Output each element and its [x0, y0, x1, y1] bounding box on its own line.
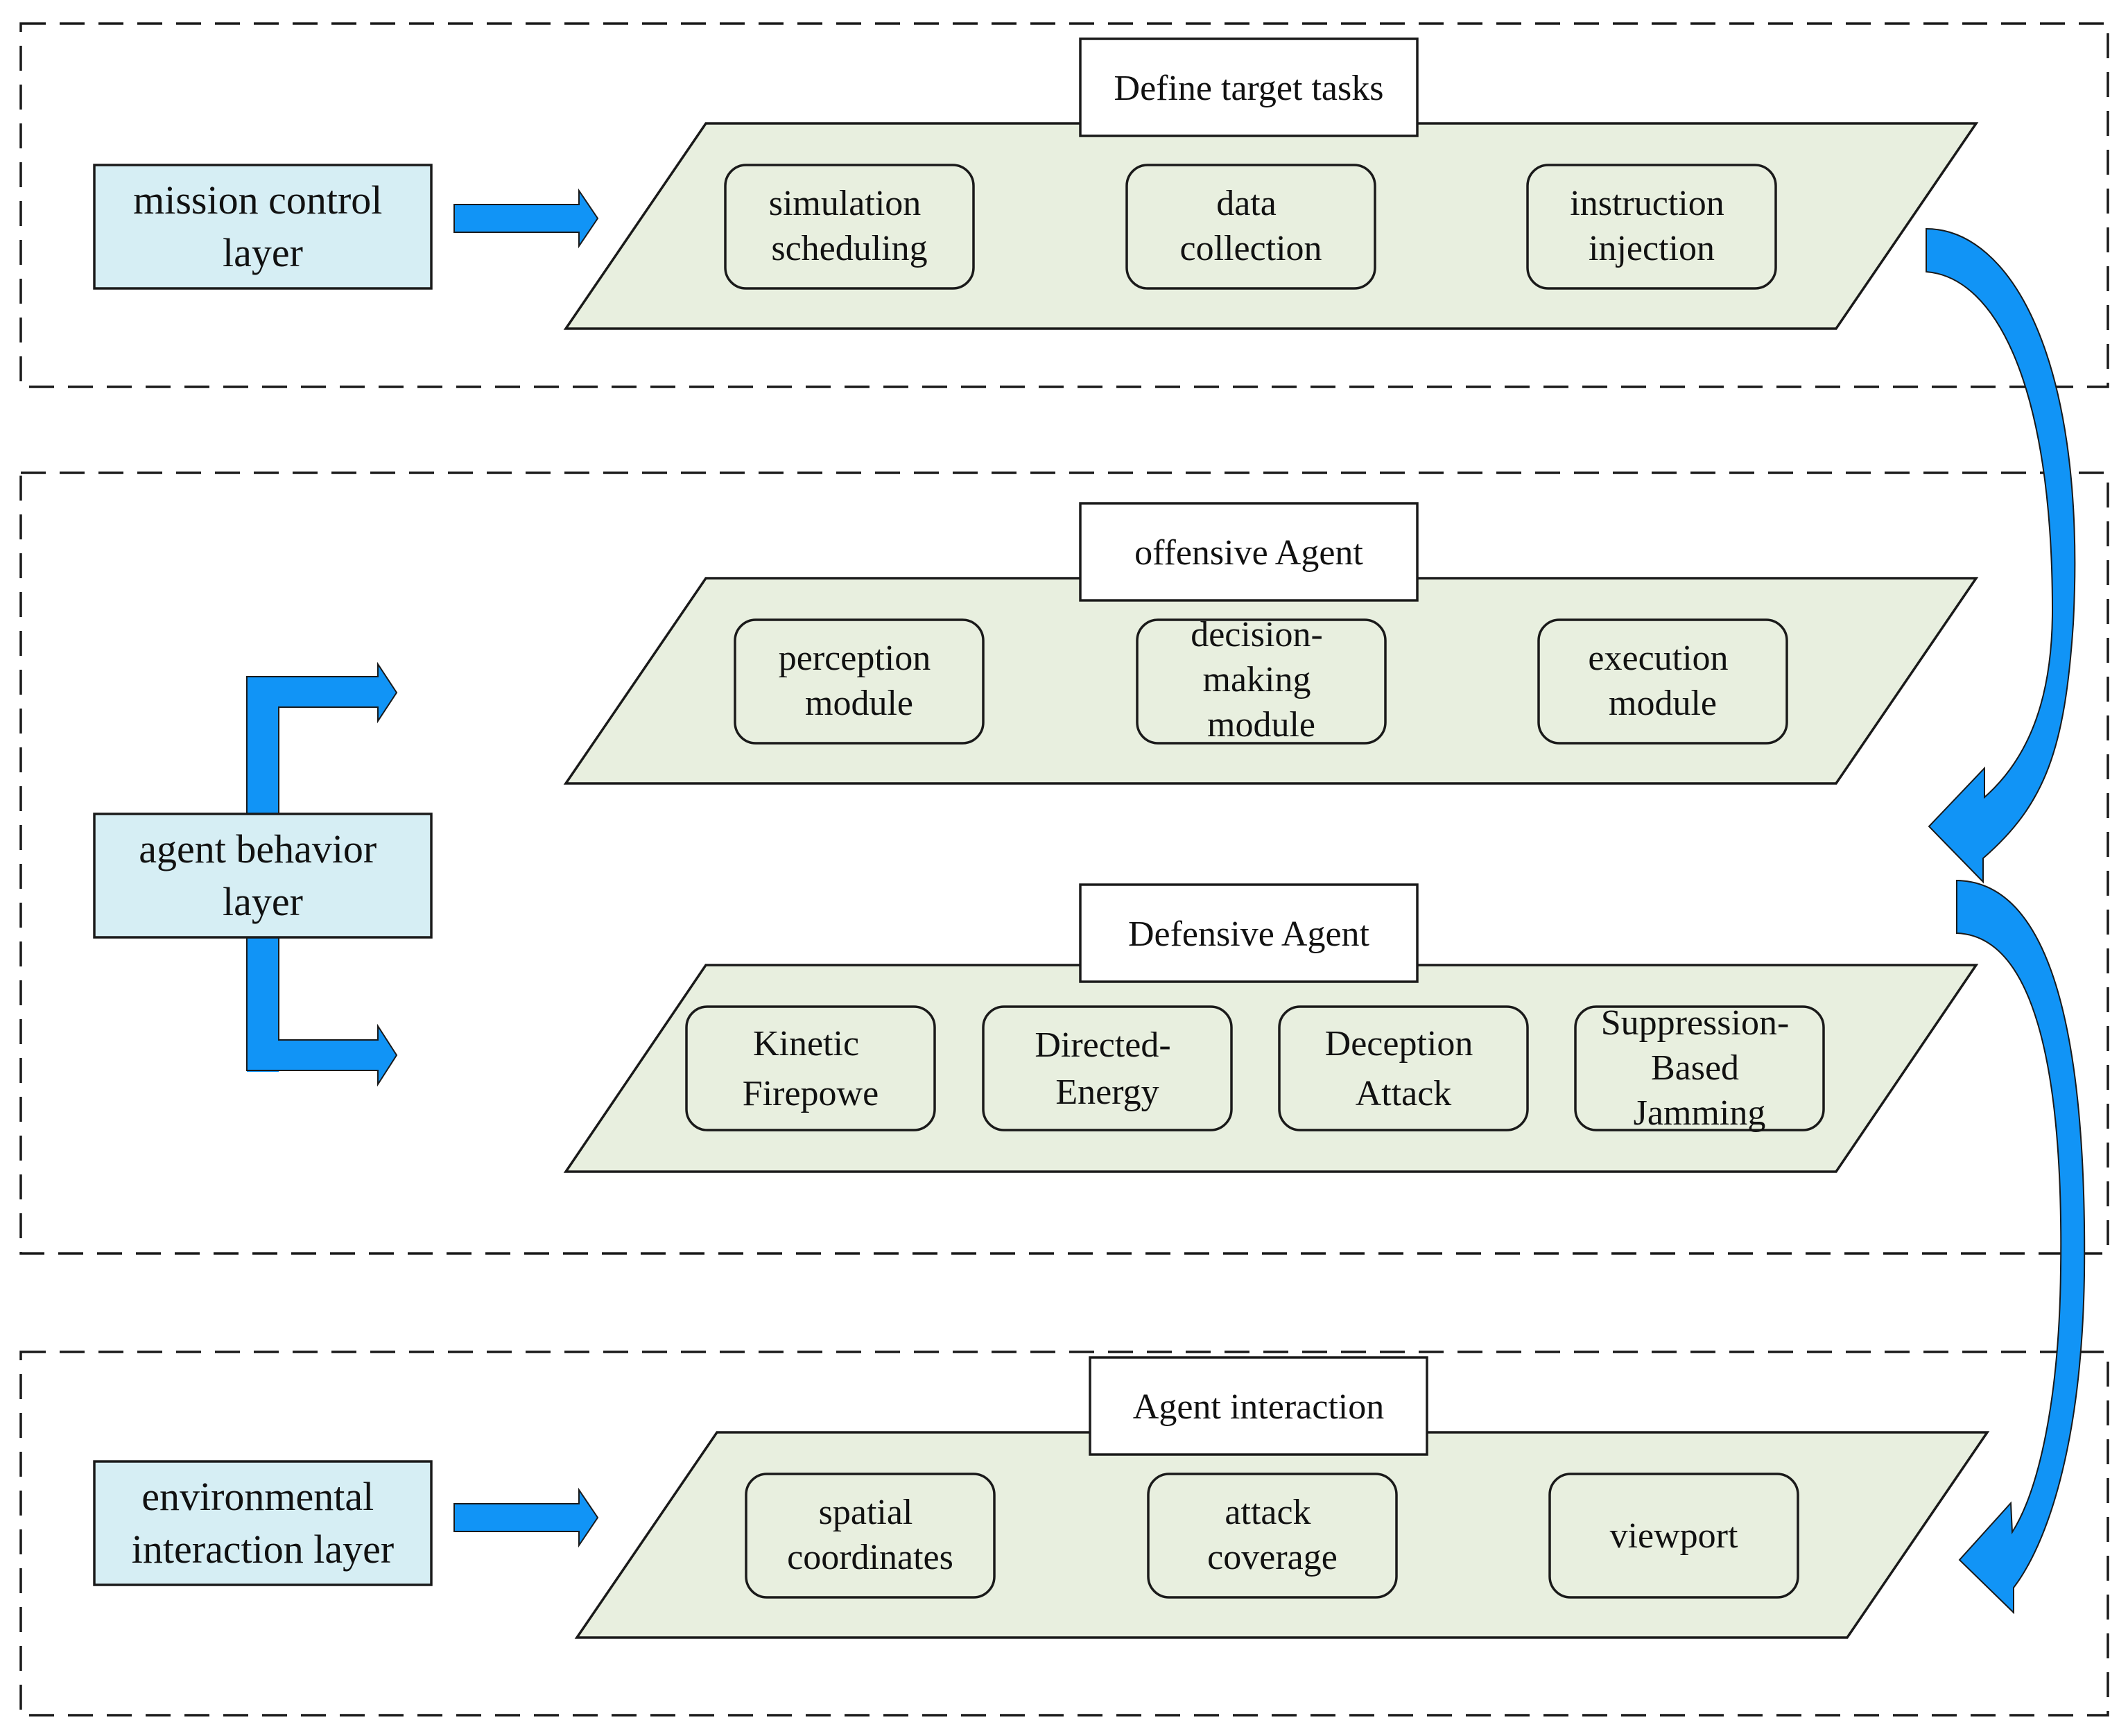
- module-instruction-injection: [1526, 164, 1777, 290]
- module-text-2-1: Firepowe: [743, 1074, 879, 1113]
- defensive-title: Defensive Agent: [1128, 914, 1370, 954]
- module-simulation-scheduling: [724, 164, 975, 290]
- module-kinetic-firepowe: [685, 1005, 936, 1131]
- svg-text:spatial coordinates: spatial coordinates: [787, 1493, 953, 1577]
- svg-text:data collection: data collection: [1179, 184, 1322, 268]
- module-text-2-4: Deception: [1325, 1024, 1473, 1064]
- agent-behavior-layer: agent behavior layer: [93, 661, 433, 1087]
- svg-text:Directed- Energy: Directed- Energy: [1035, 1025, 1179, 1112]
- curved-arrow-1: [1926, 227, 2076, 884]
- module-text-1-2: decision-: [1191, 615, 1323, 654]
- interaction-title-box: [1089, 1356, 1428, 1456]
- module-text-2-3: Energy: [1055, 1073, 1159, 1112]
- svg-text:simulation scheduling: simulation scheduling: [769, 184, 931, 268]
- module-text-1-6: module: [1609, 684, 1717, 723]
- svg-text:execution module: execution module: [1588, 639, 1737, 723]
- mission-tasks-panel: simulation scheduling data collection in…: [563, 37, 1979, 330]
- offensive-title-box: [1079, 502, 1419, 602]
- module-directed-energy: [982, 1005, 1233, 1131]
- interaction-title: Agent interaction: [1133, 1387, 1384, 1427]
- agent-layer-label: agent behavior layer: [139, 826, 387, 924]
- environment-layer: environmental interaction layer: [93, 1460, 433, 1586]
- mission-section-frame: [19, 22, 2109, 388]
- environment-layer-line-2: interaction layer: [132, 1527, 394, 1572]
- environment-section-frame: [19, 1351, 2109, 1717]
- curved-arrow-agent-to-environment: [1956, 879, 2086, 1615]
- module-spatial-coordinates: [745, 1473, 996, 1599]
- environment-layer-box: [93, 1460, 433, 1586]
- module-viewport-label: viewport: [1610, 1516, 1738, 1556]
- module-text-0-4: instruction: [1570, 184, 1724, 223]
- svg-text:decision- making m: decision- making module: [1191, 615, 1332, 745]
- module-text-0-3: collection: [1179, 229, 1322, 268]
- agent-layer-box: [93, 813, 433, 939]
- defensive-agent-panel: Kinetic Firepowe Directed- Energy Decept…: [563, 883, 1979, 1173]
- module-text-1-3: making: [1203, 660, 1311, 700]
- agent-interaction-panel: spatial coordinates attack coverage view…: [574, 1356, 1990, 1639]
- module-text-1-4: module: [1207, 705, 1315, 745]
- module-text-1-0: perception: [779, 639, 931, 678]
- svg-text:attack coverage: attack coverage: [1207, 1493, 1338, 1577]
- svg-text:Deception Attack: Deception Attack: [1325, 1024, 1482, 1113]
- module-decision-making: [1136, 618, 1387, 745]
- module-text-2-6: Suppression-: [1601, 1003, 1790, 1043]
- module-text-3-3: coverage: [1207, 1538, 1338, 1577]
- module-text-0-2: data: [1216, 184, 1277, 223]
- module-text-3-0: spatial: [819, 1493, 913, 1532]
- module-attack-coverage: [1147, 1473, 1398, 1599]
- module-text-2-7: Based: [1651, 1048, 1739, 1088]
- module-text-3-1: coordinates: [787, 1538, 953, 1577]
- environment-layer-label: environmental interaction layer: [132, 1474, 394, 1572]
- mission-layer-line-2: layer: [223, 230, 303, 275]
- module-viewport: [1548, 1473, 1799, 1599]
- mission-layer-box: [93, 164, 433, 290]
- module-deception-attack: [1278, 1005, 1529, 1131]
- agent-layer-line-2: layer: [223, 879, 303, 924]
- module-text-2-0: Kinetic: [753, 1024, 859, 1064]
- module-text-2-8: Jamming: [1634, 1093, 1766, 1133]
- defensive-title-box: [1079, 883, 1419, 983]
- svg-text:Suppression- Based: Suppression- Based Jamming: [1601, 1003, 1799, 1133]
- module-text-0-0: simulation: [769, 184, 922, 223]
- environment-right-arrow: [453, 1487, 599, 1548]
- module-suppression-jamming: [1574, 1005, 1825, 1131]
- module-text-2-5: Attack: [1356, 1074, 1452, 1113]
- module-execution: [1537, 618, 1788, 745]
- svg-text:Kinetic Firepowe: Kinetic Firepowe: [743, 1024, 879, 1113]
- svg-text:instruction injection: instruction injection: [1570, 184, 1733, 268]
- curved-arrow-2: [1956, 879, 2086, 1615]
- curved-arrow-mission-to-agent: [1926, 227, 2076, 884]
- mission-right-arrow: [453, 188, 599, 249]
- agent-branch-arrow-down: [246, 937, 398, 1087]
- module-text-1-1: module: [805, 684, 913, 723]
- module-perception: [734, 618, 985, 745]
- agent-layer-line-1: agent behavior: [139, 826, 377, 871]
- mission-layer-label: mission control layer: [133, 177, 392, 275]
- offensive-agent-panel: perception module decision- making modul…: [563, 502, 1979, 785]
- module-text-2-2: Directed-: [1035, 1025, 1170, 1065]
- module-data-collection: [1125, 164, 1376, 290]
- agent-branch-arrow-up: [246, 661, 398, 815]
- environment-layer-line-1: environmental: [141, 1474, 374, 1519]
- module-text-0-1: scheduling: [771, 229, 927, 268]
- module-text-3-2: attack: [1225, 1493, 1310, 1532]
- mission-title: Define target tasks: [1114, 69, 1384, 108]
- module-text-0-5: injection: [1589, 229, 1715, 268]
- mission-title-box: [1079, 37, 1419, 137]
- offensive-title: offensive Agent: [1134, 533, 1363, 573]
- mission-layer-line-1: mission control: [133, 177, 382, 223]
- mission-control-layer: mission control layer: [93, 164, 433, 290]
- svg-text:perception module: perception module: [779, 639, 940, 723]
- module-text-1-5: execution: [1588, 639, 1728, 678]
